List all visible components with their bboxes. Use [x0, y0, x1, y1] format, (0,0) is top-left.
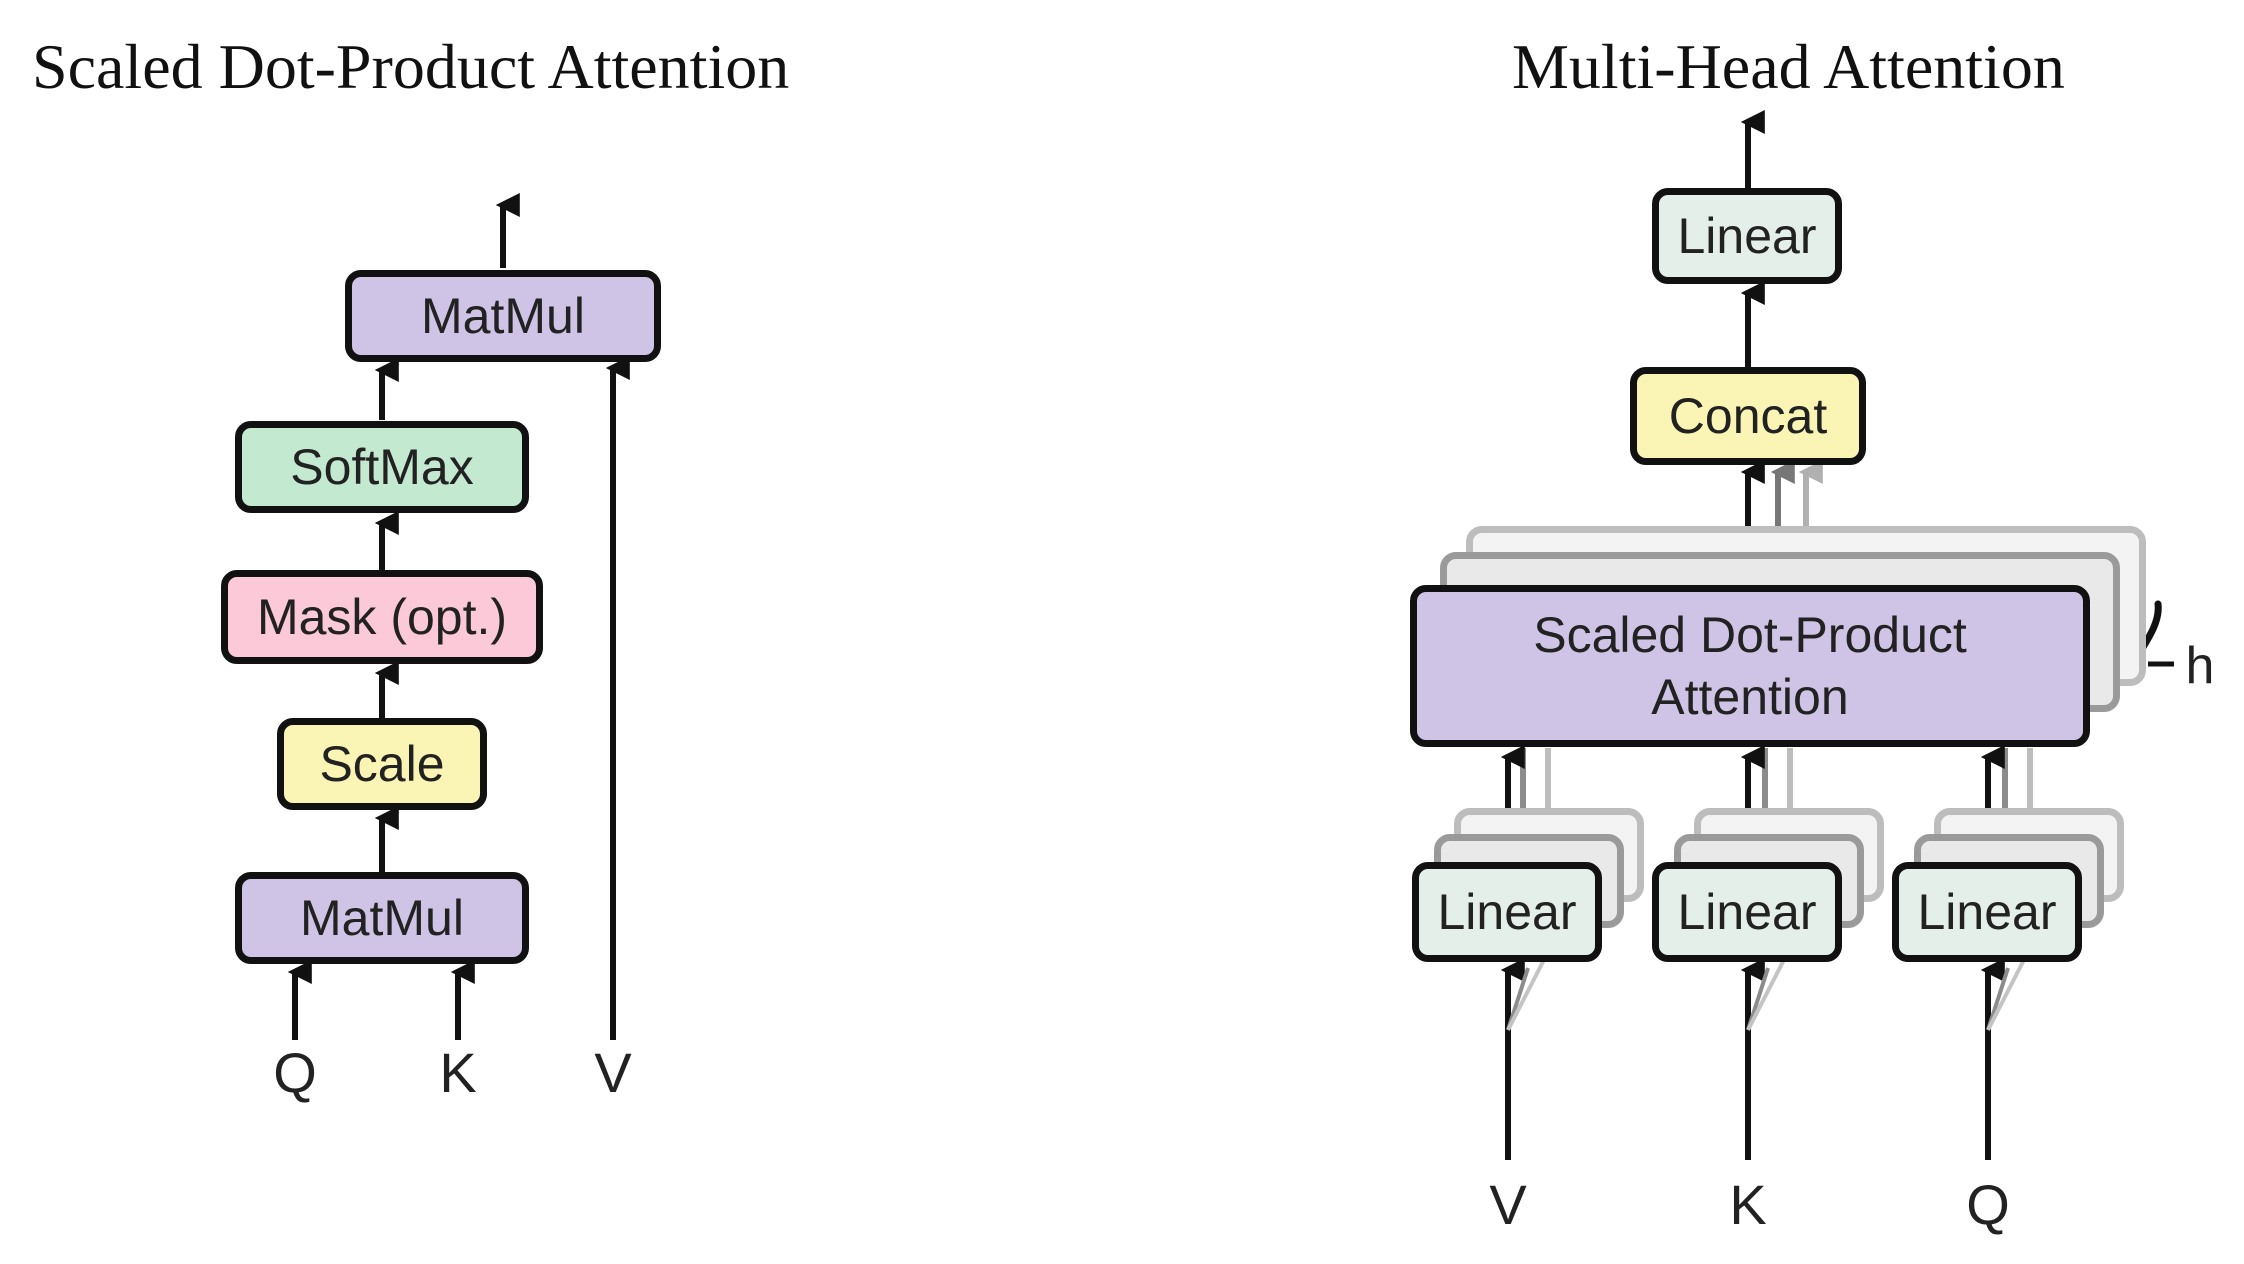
mask-label: Mask (opt.): [256, 588, 508, 645]
right-diagram-title: Multi-Head Attention: [1512, 31, 2065, 102]
right-input-k: K: [1729, 1173, 1767, 1236]
scaled-dot-product-attention-box: Scaled Dot-Product Attention: [1410, 585, 2090, 747]
matmul-top-box: MatMul: [345, 270, 661, 362]
mask-box: Mask (opt.): [221, 570, 543, 664]
matmul-bottom-box: MatMul: [235, 872, 529, 964]
linear-q-label: Linear: [1917, 883, 2057, 940]
attention-label-line1: Scaled Dot-Product: [1533, 606, 1967, 663]
linear-output-box: Linear: [1652, 188, 1842, 284]
linear-q-box: Linear: [1892, 862, 2082, 962]
concat-label: Concat: [1668, 387, 1828, 444]
matmul-top-label: MatMul: [421, 287, 585, 344]
left-input-v: V: [594, 1041, 632, 1104]
linear-output-label: Linear: [1677, 207, 1817, 264]
attention-label-line2: Attention: [1651, 669, 1849, 725]
right-input-v: V: [1489, 1173, 1527, 1236]
scale-box: Scale: [277, 718, 487, 810]
linear-v-box: Linear: [1412, 862, 1602, 962]
right-input-q: Q: [1966, 1173, 2010, 1236]
left-input-k: K: [439, 1041, 477, 1104]
left-input-q: Q: [273, 1041, 317, 1104]
softmax-box: SoftMax: [235, 421, 529, 513]
left-diagram-title: Scaled Dot-Product Attention: [32, 31, 790, 102]
linear-k-label: Linear: [1677, 883, 1817, 940]
linear-v-label: Linear: [1437, 883, 1577, 940]
concat-box: Concat: [1630, 367, 1866, 465]
linear-k-box: Linear: [1652, 862, 1842, 962]
scale-label: Scale: [319, 735, 445, 792]
heads-count-label: h: [2185, 637, 2215, 695]
matmul-bottom-label: MatMul: [300, 889, 464, 946]
softmax-label: SoftMax: [290, 438, 474, 495]
